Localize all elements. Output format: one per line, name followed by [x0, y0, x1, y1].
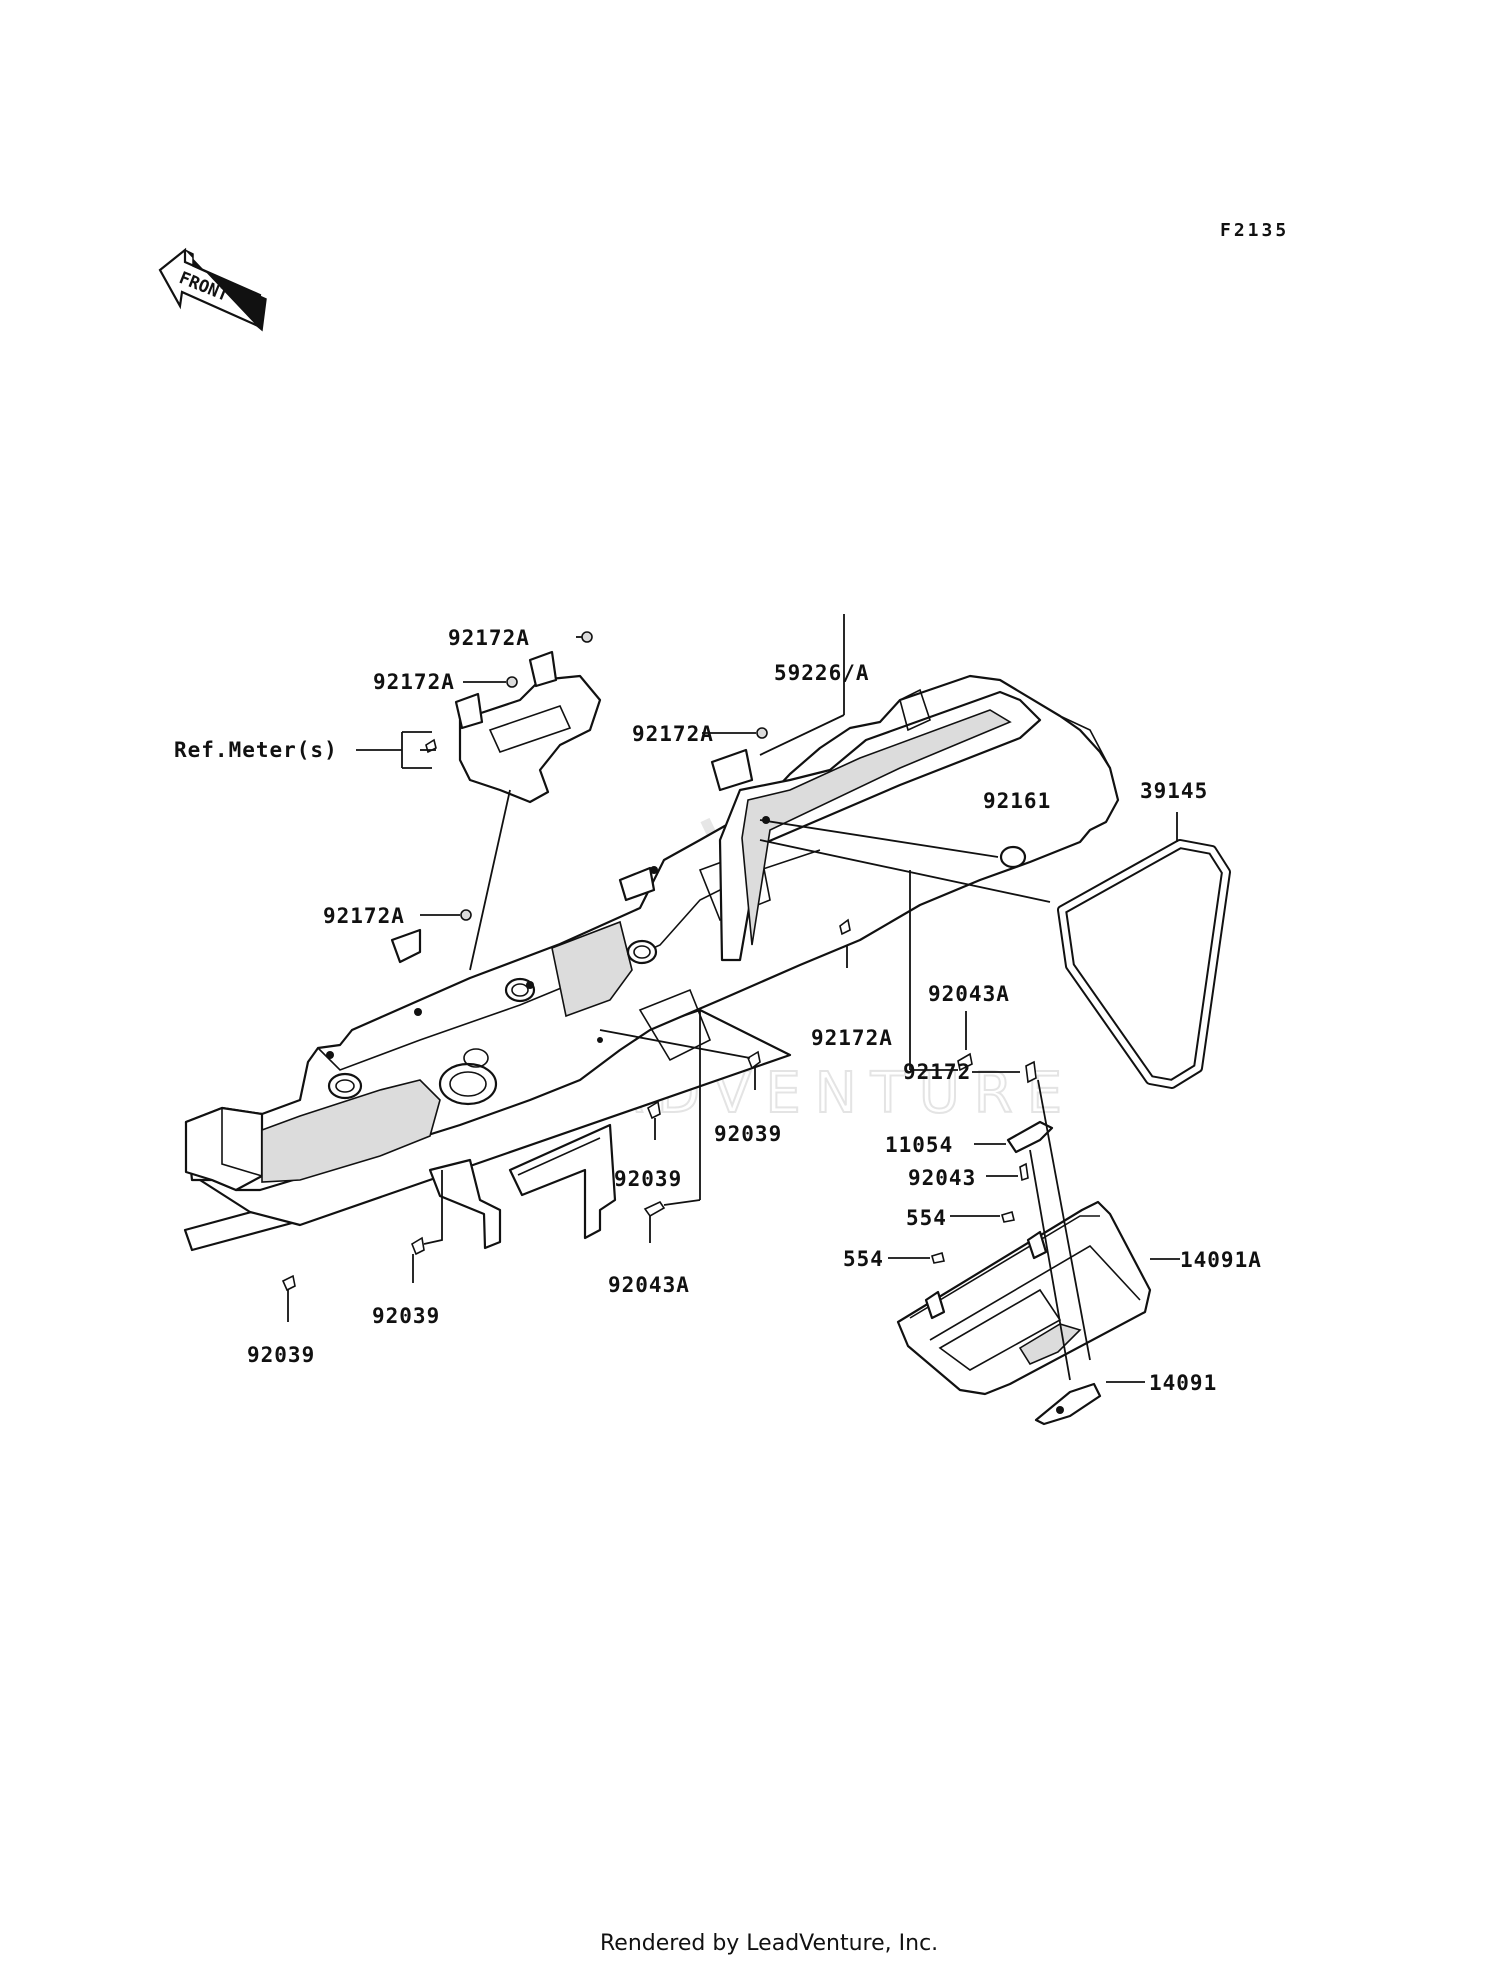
callout-5: Ref.Meter(s)	[174, 738, 338, 762]
lower-bracket	[428, 1123, 617, 1250]
grommet-92161	[999, 845, 1027, 869]
callout-22: 14091	[1149, 1371, 1217, 1395]
callout-7: 39145	[1140, 779, 1208, 803]
front-arrow-icon: FRONT	[158, 247, 267, 332]
render-credit: Rendered by LeadVenture, Inc.	[600, 1931, 938, 1956]
hardware	[281, 631, 1037, 1292]
callout-19: 92043A	[608, 1273, 690, 1297]
callout-8: 92172A	[323, 904, 405, 928]
callout-2: 92172A	[373, 670, 455, 694]
callout-21: 92039	[247, 1343, 315, 1367]
instrument-panel-housing	[183, 674, 1120, 1252]
callout-6: 92161	[983, 789, 1051, 813]
callout-1: 92172A	[448, 626, 530, 650]
latch-14091	[1034, 1382, 1102, 1426]
callout-3: 59226/A	[774, 661, 870, 685]
callout-11: 92172	[903, 1060, 971, 1084]
gasket-39145	[1057, 839, 1231, 1089]
diagram-code: F2135	[1220, 220, 1289, 241]
glove-box-tray	[896, 1200, 1152, 1396]
callout-10: 92172A	[811, 1026, 893, 1050]
meter-bracket	[454, 650, 602, 804]
leader-lines	[287, 614, 1180, 1383]
callout-labels: 92172A 92172A 59226/A 92172A Ref.Meter(s…	[174, 626, 1262, 1395]
callout-20: 92039	[372, 1304, 440, 1328]
callout-4: 92172A	[632, 722, 714, 746]
callout-12: 92039	[714, 1122, 782, 1146]
callout-18: 14091A	[1180, 1248, 1262, 1272]
callout-17: 554	[843, 1247, 884, 1271]
callout-14: 11054	[885, 1133, 953, 1157]
callout-16: 554	[906, 1206, 947, 1230]
callout-13: 92039	[614, 1167, 682, 1191]
callout-15: 92043	[908, 1166, 976, 1190]
callout-9: 92043A	[928, 982, 1010, 1006]
bracket-11054	[1006, 1120, 1054, 1154]
